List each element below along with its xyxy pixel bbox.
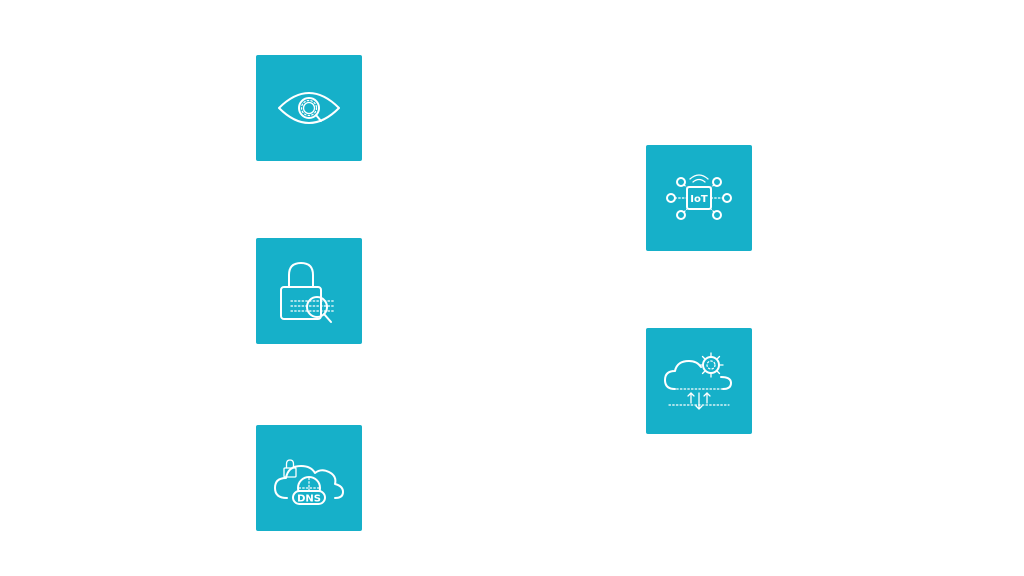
tile-cloud-gear [646, 328, 752, 434]
tile-eye [256, 55, 362, 161]
iot-network-icon: IoT [666, 174, 732, 220]
eye-magnifier-icon [278, 92, 340, 124]
tile-dns: DNS [256, 425, 362, 531]
tile-iot: IoT [646, 145, 752, 251]
dns-label: DNS [297, 494, 321, 505]
iot-label: IoT [690, 194, 708, 205]
padlock-magnifier-icon [280, 262, 336, 323]
cloud-gear-icon [664, 352, 732, 410]
cloud-dns-lock-icon: DNS [274, 459, 344, 505]
tile-padlock [256, 238, 362, 344]
